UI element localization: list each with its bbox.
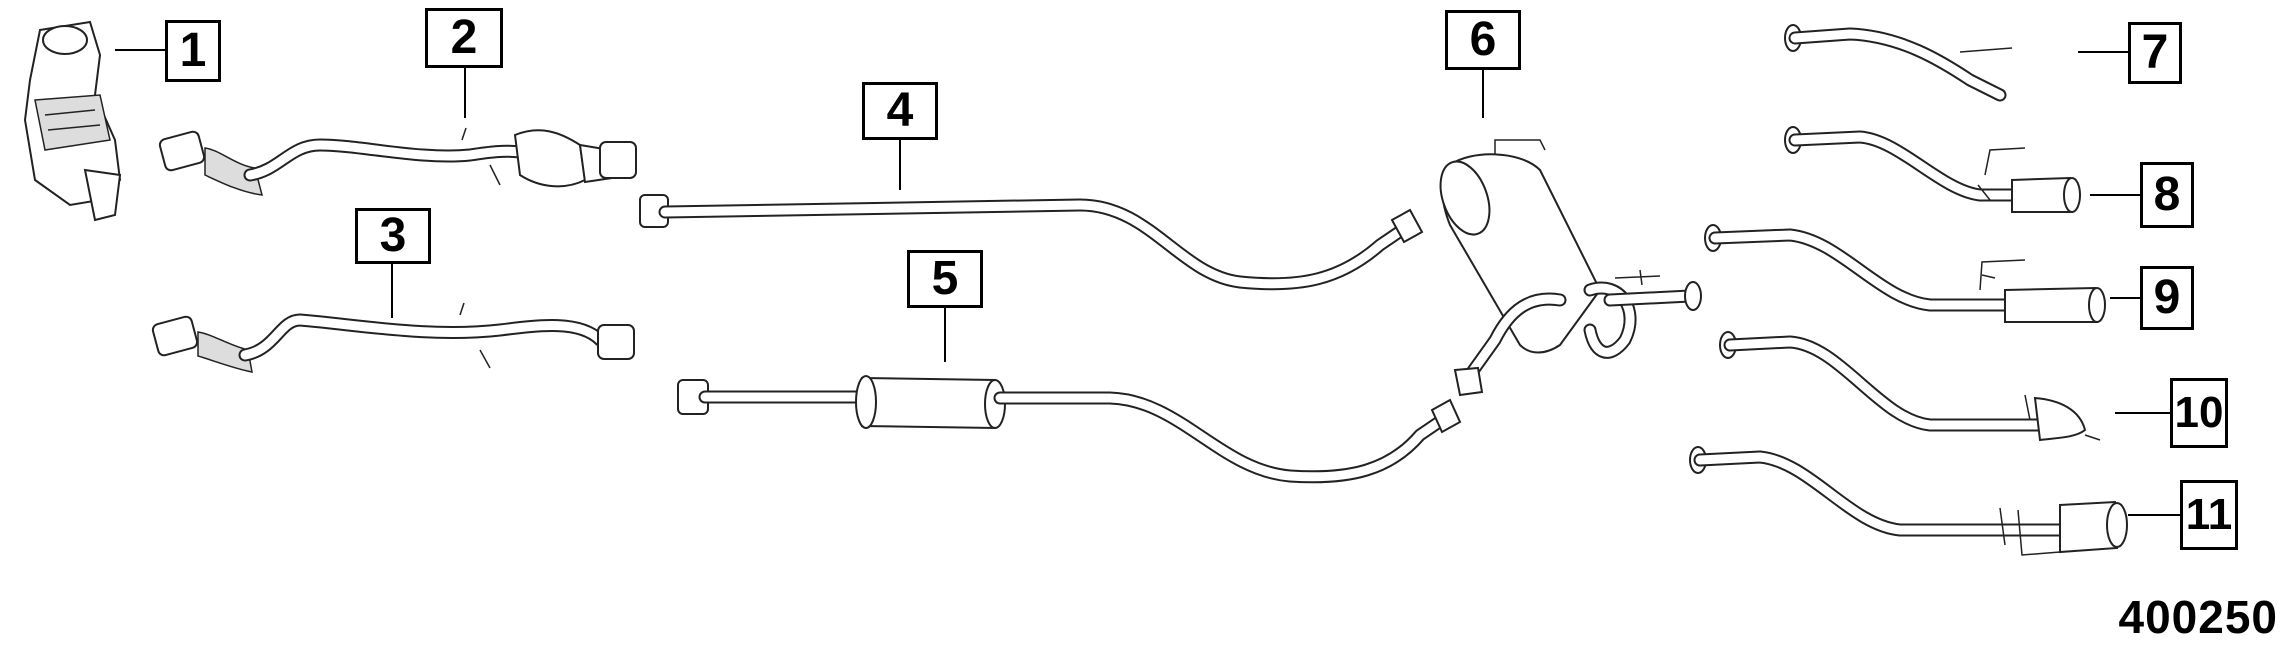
part-8-tail-pipe-with-tip: [1784, 126, 2081, 213]
part-6-rear-muffler: [1439, 139, 1702, 397]
callout-10: 10: [2170, 378, 2228, 448]
part-7-tail-pipe: [1784, 24, 2013, 102]
callout-7: 7: [2128, 22, 2182, 84]
part-10-tail-pipe-turndown: [1719, 331, 2101, 442]
callout-1: 1: [165, 20, 221, 82]
callout-9: 9: [2140, 266, 2194, 330]
part-2-front-pipe-with-catalyst: [158, 127, 637, 196]
part-11-tail-pipe-with-tip: [1689, 446, 2128, 556]
callout-5: 5: [907, 250, 983, 308]
callout-2: 2: [425, 8, 503, 68]
callout-11: 11: [2180, 480, 2238, 550]
leader-lines: [115, 49, 2180, 516]
callout-8: 8: [2140, 162, 2194, 228]
callout-3: 3: [355, 208, 431, 264]
callout-4: 4: [862, 82, 938, 140]
part-3-front-pipe: [151, 302, 635, 373]
part-4-intermediate-pipe: [639, 194, 1424, 291]
part-1-catalytic-converter: [23, 20, 122, 222]
callout-6: 6: [1445, 10, 1521, 70]
part-9-tail-pipe-with-tip: [1704, 224, 2106, 323]
figure-number: 400250: [2118, 591, 2278, 643]
part-5-pipe-with-resonator: [677, 375, 1462, 484]
